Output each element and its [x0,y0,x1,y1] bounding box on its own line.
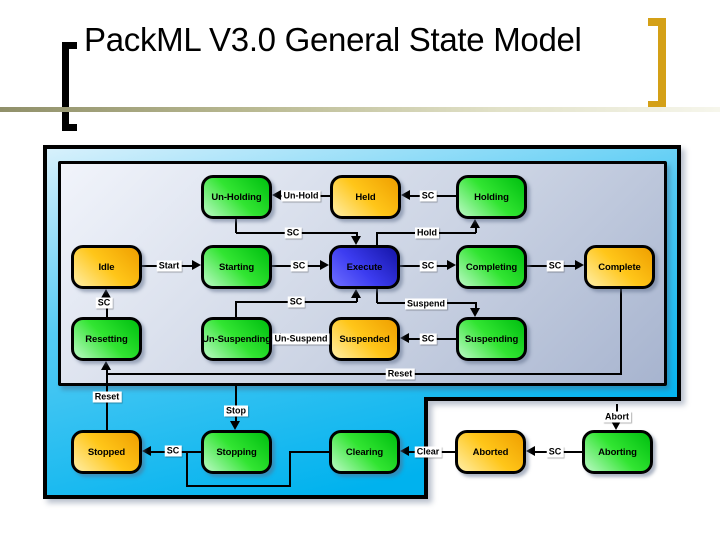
transition-label-9: SC [287,296,305,308]
transition-line [186,451,188,487]
transition-label-6: SC [419,260,437,272]
arrowhead-icon [192,260,201,270]
arrowhead-icon [351,289,361,298]
arrowhead-icon [101,289,111,298]
arrowhead-icon [611,421,621,430]
state-execute: Execute [329,245,400,289]
transition-label-4: Start [156,260,182,272]
transition-line [376,289,378,303]
arrowhead-icon [526,446,535,456]
transition-label-7: SC [546,260,564,272]
transition-line [235,386,237,422]
transition-line [107,373,622,375]
state-aborting: Aborting [582,430,653,474]
transition-label-8: SC [95,297,113,309]
arrowhead-icon [400,333,409,343]
slide-title: PackML V3.0 General State Model [84,21,582,58]
transition-label-3: Hold [415,227,439,239]
state-stopped: Stopped [71,430,142,474]
state-un-suspending: Un-Suspending [201,317,272,361]
transition-label-19: SC [546,446,564,458]
transition-line [475,302,477,310]
transition-line [235,219,237,233]
arrowhead-icon [470,219,480,228]
title-left-bracket-icon [62,42,77,131]
transition-line [290,451,329,453]
state-starting: Starting [201,245,272,289]
transition-line [475,227,477,233]
arrowhead-icon [142,446,151,456]
arrowhead-icon [470,308,480,317]
transition-label-13: Reset [385,368,415,380]
transition-line [356,232,358,238]
transition-label-1: SC [419,190,437,202]
title-divider-line [0,107,720,112]
state-stopping: Stopping [201,430,272,474]
arrowhead-icon [101,361,111,370]
state-idle: Idle [71,245,142,289]
transition-label-15: Stop [224,405,248,417]
state-completing: Completing [456,245,527,289]
arrowhead-icon [272,190,281,200]
transition-label-10: Suspend [404,298,448,310]
transition-line [289,451,291,487]
transition-label-0: Un-Hold [281,190,321,202]
transition-line [376,232,378,246]
transition-label-20: Abort [603,411,631,423]
arrowhead-icon [230,421,240,430]
transition-line [620,289,622,374]
transition-line [356,296,358,302]
arrowhead-icon [400,446,409,456]
state-un-holding: Un-Holding [201,175,272,219]
arrowhead-icon [575,260,584,270]
transition-label-5: SC [290,260,308,272]
state-resetting: Resetting [71,317,142,361]
transition-label-11: Un-Suspend [272,333,330,345]
transition-label-18: Clear [414,446,442,458]
arrowhead-icon [351,236,361,245]
transition-line [235,301,237,318]
transition-line [187,485,291,487]
state-holding: Holding [456,175,527,219]
transition-label-16: SC [164,445,182,457]
state-suspended: Suspended [329,317,400,361]
state-aborted: Aborted [455,430,526,474]
transition-label-12: SC [419,333,437,345]
arrowhead-icon [320,260,329,270]
state-suspending: Suspending [456,317,527,361]
state-clearing: Clearing [329,430,400,474]
state-complete: Complete [584,245,655,289]
state-held: Held [330,175,401,219]
transition-label-2: SC [284,227,302,239]
arrowhead-icon [447,260,456,270]
arrowhead-icon [401,190,410,200]
title-right-bracket-icon [648,18,666,109]
transition-label-14: Reset [92,391,122,403]
